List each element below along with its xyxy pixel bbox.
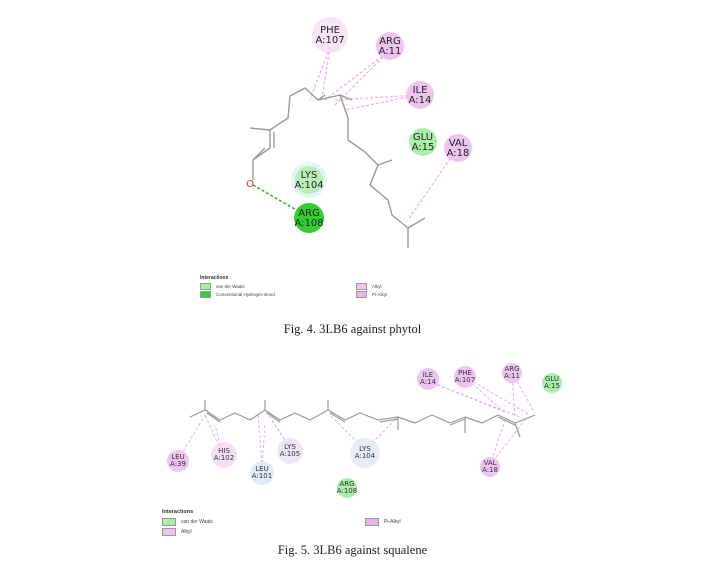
sq-residue-glu-15-name: GLU: [545, 375, 559, 383]
sq-residue-leu-39-name: LEU: [171, 453, 184, 461]
residue-phe-107-num: A:107: [315, 35, 344, 46]
figure-squalene: ILE A:14 PHE A:107 ARG A:11 GLU A:15 LEU…: [0, 355, 705, 566]
squalene-diagram: ILE A:14 PHE A:107 ARG A:11 GLU A:15 LEU…: [167, 363, 562, 498]
sq-residue-phe-107-num: A:107: [455, 376, 475, 384]
sq-residue-lys-104-name: LYS: [359, 445, 371, 453]
residue-ile-14-name: ILE: [413, 85, 428, 96]
residue-arg-11-num: A:11: [379, 46, 402, 57]
sq-residue-val-18-num: A:18: [482, 466, 498, 474]
vdw-swatch: [200, 283, 211, 290]
fig5-alkyl-swatch: [162, 528, 176, 536]
squalene-skeleton: [189, 400, 536, 438]
sq-residue-his-102-name: HIS: [218, 447, 230, 455]
sq-residue-ile-14-num: A:14: [420, 378, 436, 386]
phytol-residues: [291, 17, 472, 233]
sq-residue-arg-108-num: A:108: [337, 487, 357, 495]
alkyl-interaction-lines: [309, 46, 457, 221]
pi-alkyl-swatch: [356, 291, 367, 298]
sq-residue-phe-107-name: PHE: [458, 369, 472, 377]
residue-val-18-name: VAL: [449, 138, 468, 149]
residue-lys-104-num: A:104: [294, 180, 323, 191]
alkyl-swatch: [356, 283, 367, 290]
sq-residue-lys-105-num: A:105: [280, 450, 300, 458]
fig4-legend-alkyl: Alkyl: [356, 283, 382, 290]
residue-val-18-num: A:18: [447, 148, 470, 159]
sq-residue-his-102-num: A:102: [214, 454, 234, 462]
fig5-legend-pi-alkyl: Pi-Alkyl: [365, 518, 401, 526]
fig5-caption: Fig. 5. 3LB6 against squalene: [277, 543, 428, 557]
sq-residue-leu-101-name: LEU: [255, 465, 268, 473]
residue-arg-11-name: ARG: [379, 36, 401, 47]
fig4-legend-hbond-label: Conventional Hydrogen Bond: [216, 292, 275, 297]
fig4-legend-hbond: Conventional Hydrogen Bond: [200, 291, 275, 298]
sq-residue-arg-11-name: ARG: [504, 365, 519, 373]
fig5-legend-title: Interactions: [162, 509, 194, 515]
phytol-diagram: PHE A:107 ARG A:11 ILE A:14 GLU A:15 VAL…: [246, 17, 472, 248]
sq-residue-glu-15-num: A:15: [544, 382, 560, 390]
fig4-legend-title: Interactions: [200, 275, 229, 281]
sq-residue-leu-39-num: A:39: [170, 460, 186, 468]
fig5-legend-alkyl: Alkyl: [162, 528, 192, 536]
sq-residue-lys-104-num: A:104: [355, 452, 376, 460]
residue-glu-15-name: GLU: [413, 132, 433, 143]
sq-residue-lys-105-name: LYS: [284, 443, 296, 451]
sq-residue-val-18-name: VAL: [483, 459, 496, 467]
phytol-residue-labels: PHE A:107 ARG A:11 ILE A:14 GLU A:15 VAL…: [246, 25, 469, 229]
figure-phytol: PHE A:107 ARG A:11 ILE A:14 GLU A:15 VAL…: [200, 17, 472, 336]
fig4-legend-pi-alkyl-label: Pi-Alkyl: [372, 292, 388, 297]
residue-glu-15-num: A:15: [412, 142, 435, 153]
fig4-legend-vdw: van der Waals: [200, 283, 245, 290]
sq-residue-ile-14-name: ILE: [423, 371, 433, 379]
residue-phe-107-name: PHE: [320, 25, 340, 36]
squalene-residues: [167, 363, 562, 498]
fig4-legend-vdw-label: van der Waals: [216, 284, 245, 289]
sq-residue-leu-101-num: A:101: [252, 472, 272, 480]
fig5-legend-pi-alkyl-label: Pi-Alkyl: [384, 519, 401, 525]
fig5-legend-vdw-label: van der Waals: [181, 519, 213, 525]
fig5-pi-alkyl-swatch: [365, 518, 379, 526]
sq-residue-arg-11-num: A:11: [504, 372, 520, 380]
residue-lys-104-name: LYS: [301, 170, 318, 181]
hbond-swatch: [200, 291, 211, 298]
fig5-vdw-swatch: [162, 518, 176, 526]
fig4-legend-alkyl-label: Alkyl: [372, 284, 382, 289]
fig5-legend-vdw: van der Waals: [162, 518, 213, 526]
residue-ile-14-num: A:14: [409, 95, 432, 106]
fig4-caption: Fig. 4. 3LB6 against phytol: [283, 322, 422, 336]
sq-residue-arg-108-name: ARG: [339, 480, 354, 488]
fig4-legend-pi-alkyl: Pi-Alkyl: [356, 291, 387, 298]
residue-arg-108-num: A:108: [294, 218, 323, 229]
squalene-residue-labels: ILE A:14 PHE A:107 ARG A:11 GLU A:15 LEU…: [170, 365, 560, 495]
oxygen-atom-label: O: [246, 179, 254, 190]
residue-arg-108-name: ARG: [298, 208, 320, 219]
phytol-skeleton: [249, 87, 426, 248]
fig5-legend-alkyl-label: Alkyl: [181, 529, 192, 535]
